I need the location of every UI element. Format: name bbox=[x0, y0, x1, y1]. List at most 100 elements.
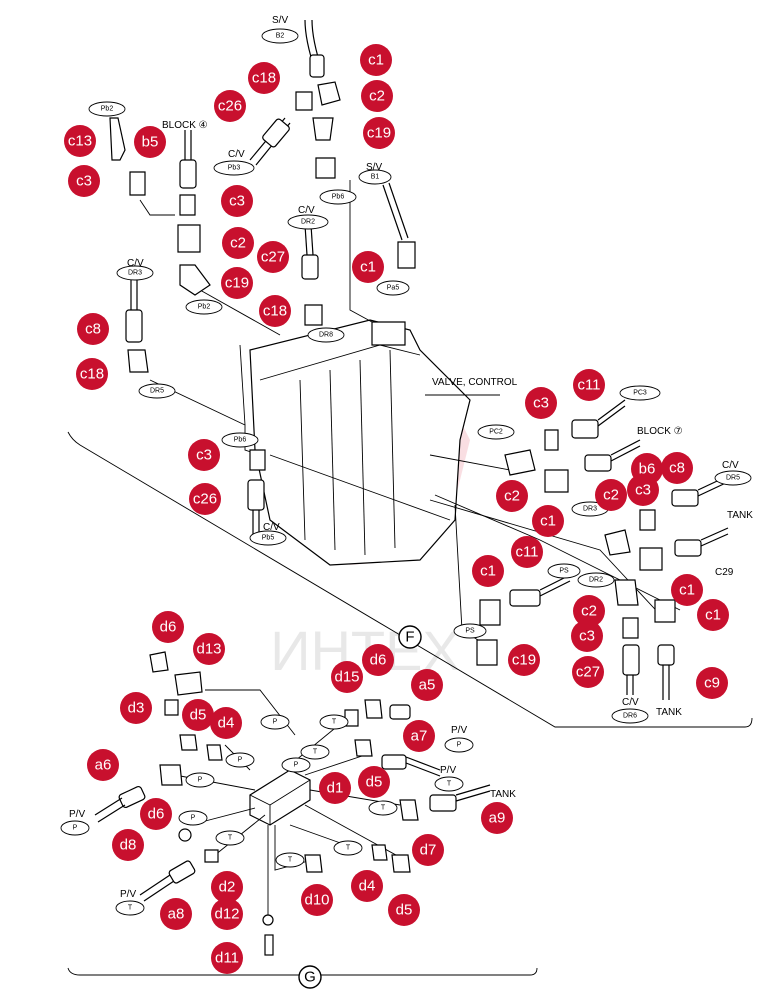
port-label-text: Pb6 bbox=[234, 437, 247, 444]
callout-d10: d10 bbox=[301, 884, 333, 916]
port-label-text: T bbox=[381, 805, 386, 812]
port-label-text: T bbox=[332, 719, 337, 726]
pv-label-1: P/V bbox=[451, 725, 467, 736]
callout-text: c27 bbox=[261, 249, 285, 266]
callout-c26a: c26 bbox=[214, 90, 246, 122]
port-label-text: DR3 bbox=[128, 270, 142, 277]
callout-c1e: c1 bbox=[671, 574, 703, 606]
port-label-dr6: DR6 bbox=[611, 708, 649, 724]
port-label-text: DR5 bbox=[150, 388, 164, 395]
callout-text: c9 bbox=[704, 675, 720, 692]
pv-label-2: P/V bbox=[440, 765, 456, 776]
callout-d12: d12 bbox=[211, 898, 243, 930]
section-g-label: G bbox=[304, 969, 316, 986]
text-labels: VALVE, CONTROL BLOCK ④ BLOCK ⑦ S/V C/V C… bbox=[69, 15, 753, 900]
port-label-b2: B2 bbox=[261, 28, 299, 44]
callout-text: c11 bbox=[515, 544, 538, 561]
callout-d3: d3 bbox=[120, 692, 152, 724]
callout-c8a: c8 bbox=[77, 313, 109, 345]
callout-text: d6 bbox=[160, 619, 177, 636]
port-label-pb6b: Pb6 bbox=[221, 432, 259, 448]
callout-c1d: c1 bbox=[472, 555, 504, 587]
callout-text: d1 bbox=[327, 780, 344, 797]
port-label-pd: P bbox=[178, 810, 208, 826]
callout-c19b: c19 bbox=[221, 267, 253, 299]
callout-text: c18 bbox=[263, 303, 287, 320]
callout-c11a: c11 bbox=[573, 369, 605, 401]
port-label-td: T bbox=[215, 830, 245, 846]
section-marker-g: G bbox=[298, 965, 322, 989]
callout-a8: a8 bbox=[160, 898, 192, 930]
callout-d7: d7 bbox=[412, 834, 444, 866]
callout-text: c1 bbox=[480, 563, 496, 580]
callout-text: c2 bbox=[504, 488, 520, 505]
callout-c11b: c11 bbox=[511, 536, 543, 568]
callout-text: c3 bbox=[635, 482, 651, 499]
callout-text: c3 bbox=[196, 447, 212, 464]
port-label-text: PC2 bbox=[489, 429, 503, 436]
port-label-pb: P bbox=[225, 752, 255, 768]
callout-text: c2 bbox=[369, 88, 385, 105]
cv-label-dr3: C/V bbox=[127, 258, 144, 269]
port-label-text: T bbox=[346, 845, 351, 852]
port-label-text: T bbox=[288, 857, 293, 864]
fittings-g bbox=[94, 651, 491, 956]
callout-text: d11 bbox=[215, 950, 239, 967]
port-label-text: P bbox=[273, 719, 278, 726]
callout-text: d8 bbox=[120, 837, 137, 854]
port-label-pb3a: Pb3 bbox=[213, 160, 255, 176]
valve-label: VALVE, CONTROL bbox=[432, 377, 518, 388]
callout-c3a: c3 bbox=[68, 165, 100, 197]
callout-text: c3 bbox=[579, 628, 595, 645]
callout-d4a: d4 bbox=[210, 707, 242, 739]
port-label-tb: T bbox=[300, 744, 330, 760]
port-label-text: B2 bbox=[276, 33, 285, 40]
port-label-pg: P bbox=[60, 820, 90, 836]
section-f-label: F bbox=[405, 629, 414, 646]
port-label-pc2: PC2 bbox=[477, 424, 515, 440]
callout-text: c18 bbox=[252, 70, 276, 87]
port-label-text: T bbox=[228, 835, 233, 842]
callout-d1: d1 bbox=[319, 772, 351, 804]
callout-c3f: c3 bbox=[571, 620, 603, 652]
callout-c26b: c26 bbox=[189, 483, 221, 515]
callout-text: c3 bbox=[533, 395, 549, 412]
port-label-pa: P bbox=[260, 714, 290, 730]
sv-label-1: S/V bbox=[272, 15, 288, 26]
callout-text: c2 bbox=[603, 487, 619, 504]
callout-text: a9 bbox=[489, 810, 506, 827]
callout-text: b6 bbox=[639, 461, 656, 478]
port-label-ps1: PS bbox=[547, 563, 581, 579]
callout-c1b: c1 bbox=[352, 251, 384, 283]
callout-text: d3 bbox=[128, 700, 145, 717]
c29-label: C29 bbox=[715, 567, 734, 578]
port-label-dr2b: DR2 bbox=[577, 572, 615, 588]
callout-text: d4 bbox=[359, 878, 376, 895]
port-label-text: Pa5 bbox=[387, 285, 400, 292]
port-label-pb5: Pb5 bbox=[249, 530, 287, 546]
callout-c2a: c2 bbox=[361, 80, 393, 112]
callout-text: c8 bbox=[85, 321, 101, 338]
callout-text: c1 bbox=[360, 259, 376, 276]
callout-d6b: d6 bbox=[362, 644, 394, 676]
callout-text: d15 bbox=[334, 669, 359, 686]
port-label-text: PS bbox=[559, 568, 569, 575]
callout-c3e: c3 bbox=[627, 474, 659, 506]
callout-d5c: d5 bbox=[388, 894, 420, 926]
callout-text: d4 bbox=[218, 715, 235, 732]
callout-c8b: c8 bbox=[661, 452, 693, 484]
callout-b5: b5 bbox=[134, 126, 166, 158]
port-label-pc: P bbox=[185, 772, 215, 788]
callout-c2e: c2 bbox=[573, 595, 605, 627]
port-label-pa5: Pa5 bbox=[376, 280, 410, 296]
callout-c1c: c1 bbox=[532, 505, 564, 537]
callout-text: a5 bbox=[419, 677, 436, 694]
callout-text: a7 bbox=[411, 728, 428, 745]
cv-label-dr2: C/V bbox=[298, 205, 315, 216]
callout-d11: d11 bbox=[211, 942, 243, 974]
tank-label-2: TANK bbox=[656, 707, 682, 718]
callout-c27a: c27 bbox=[257, 241, 289, 273]
callout-text: c8 bbox=[669, 460, 685, 477]
callout-d13: d13 bbox=[193, 633, 225, 665]
